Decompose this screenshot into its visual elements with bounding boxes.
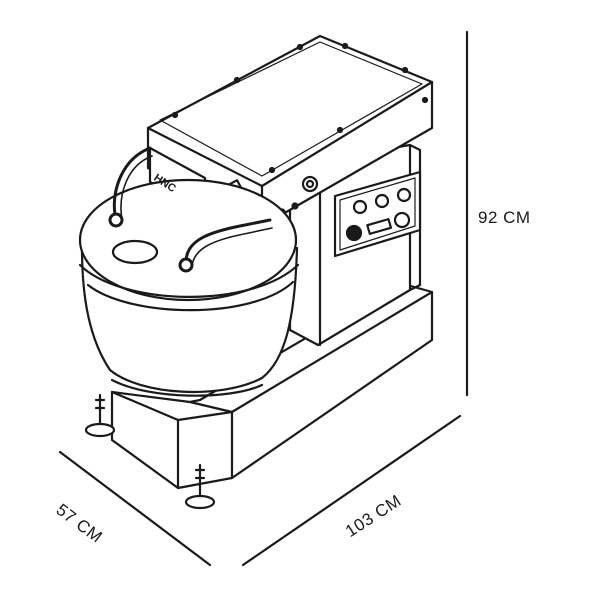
display-window xyxy=(366,218,393,235)
control-knob-1 xyxy=(352,199,368,215)
bowl-opening xyxy=(111,239,159,265)
control-knob-2 xyxy=(374,193,390,209)
leveling-foot-right xyxy=(184,463,216,510)
width-dimension-line xyxy=(241,414,462,567)
control-panel xyxy=(333,170,422,258)
head-knob xyxy=(301,175,319,193)
depth-dimension-line xyxy=(58,450,212,567)
machine-base xyxy=(110,281,434,490)
start-button xyxy=(393,211,411,229)
height-dimension-label: 92 CM xyxy=(478,208,531,227)
control-knob-3 xyxy=(396,187,412,203)
leveling-foot-left xyxy=(84,393,116,438)
bowl-skirt xyxy=(110,378,264,397)
mixing-bowl xyxy=(78,178,300,393)
bowl-guard xyxy=(108,146,273,273)
stop-button xyxy=(345,224,363,242)
